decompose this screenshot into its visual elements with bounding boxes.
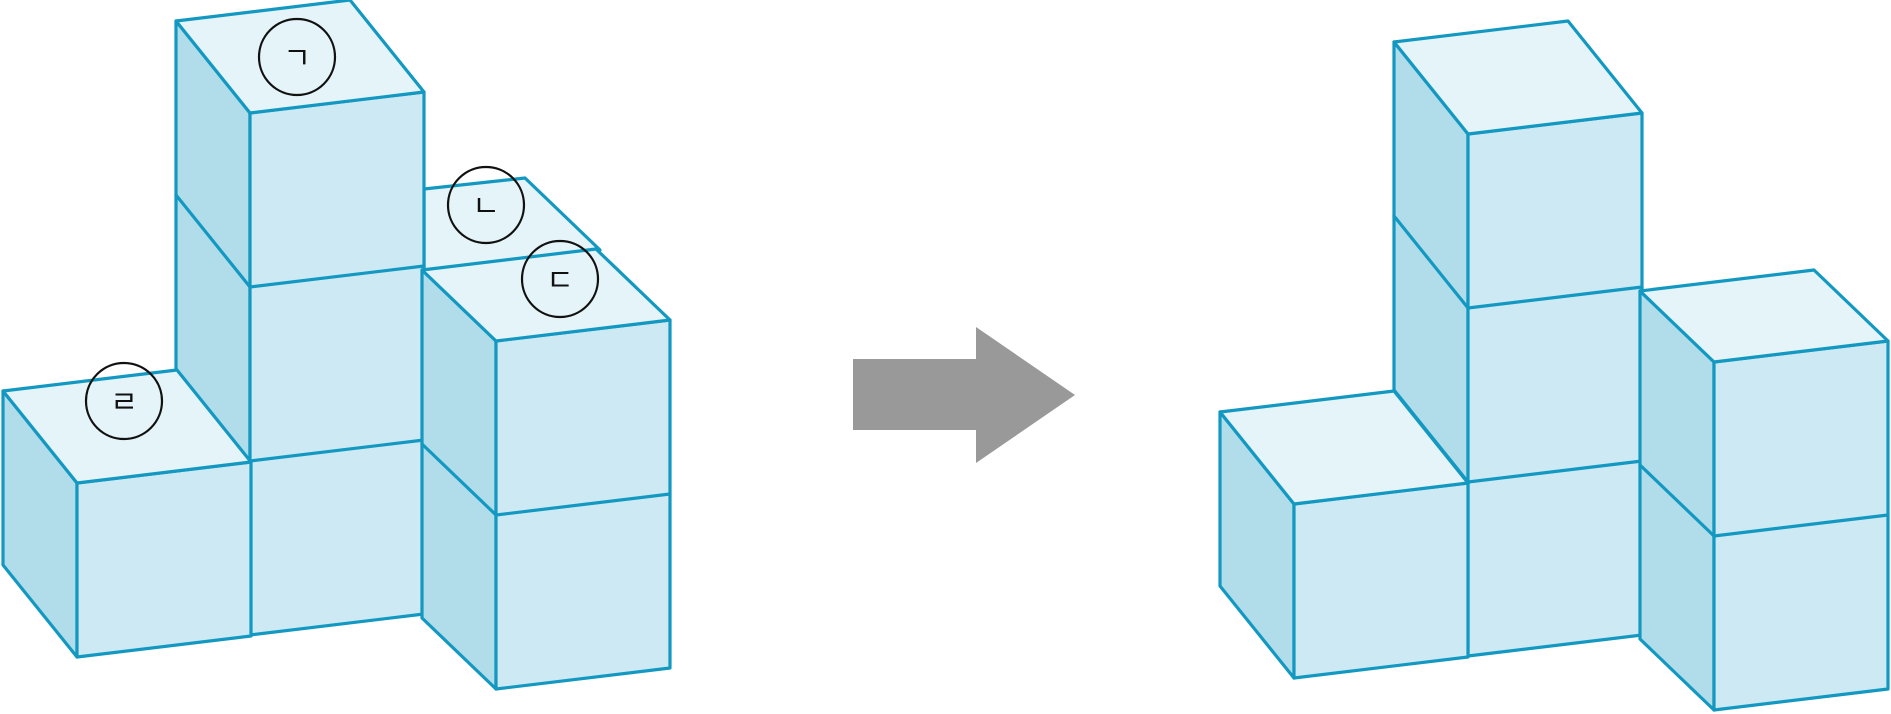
label-a-text: ㄱ <box>283 42 311 77</box>
left-column-front-face <box>75 460 253 659</box>
label-d-text: ㄹ <box>110 386 138 421</box>
label-a-marker: ㄱ <box>257 17 337 97</box>
left-column-top-face <box>1218 389 1470 506</box>
right-arrow-icon <box>853 327 1075 463</box>
middle-column-cube-divider <box>1392 214 1644 310</box>
label-c-text: ㄷ <box>546 264 574 299</box>
face-labels: ㄱ ㄴ ㄷ ㄹ <box>84 17 600 441</box>
label-d-circle <box>84 361 164 441</box>
right-cube-structure <box>1218 19 1890 712</box>
label-b-circle <box>446 165 526 245</box>
left-column-front-face <box>1292 481 1470 680</box>
middle-column-front-face <box>248 90 426 637</box>
right-column-top-face <box>420 247 672 343</box>
middle-column-top-face <box>174 0 426 115</box>
label-c-marker: ㄷ <box>520 239 600 319</box>
right-column-cube-divider <box>420 442 672 517</box>
label-b-marker: ㄴ <box>446 165 526 245</box>
label-d-marker: ㄹ <box>84 361 164 441</box>
left-column-top-face <box>1 368 253 485</box>
label-b-text: ㄴ <box>472 190 500 225</box>
label-c-circle <box>520 239 600 319</box>
right-column-cube-divider <box>1638 463 1890 538</box>
right-column-top-face <box>1638 268 1890 364</box>
middle-column-top-face <box>1392 19 1644 136</box>
label-a-circle <box>257 17 337 97</box>
middle-column-cube-divider <box>174 193 426 289</box>
left-cube-structure <box>1 0 672 691</box>
middle-column-front-face <box>1466 111 1644 658</box>
